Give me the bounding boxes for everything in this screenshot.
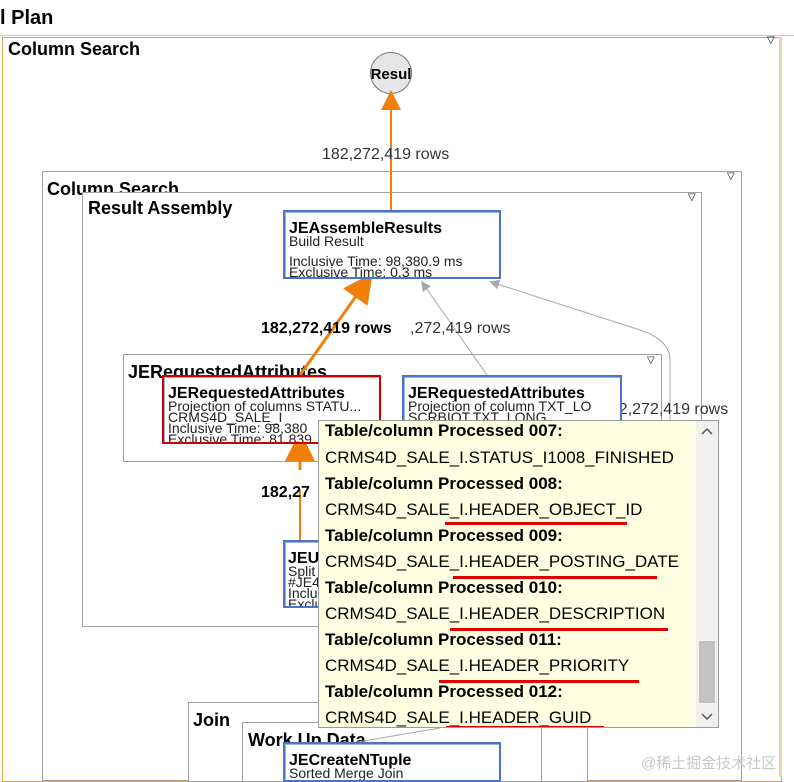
edge-label-mid-bold: 182,272,419 rows: [261, 320, 392, 337]
edge-label-mid-plain: ,272,419 rows: [410, 320, 511, 337]
result-assembly-label: Result Assembly: [88, 198, 233, 218]
collapse-icon[interactable]: ▽: [727, 171, 735, 182]
tooltip-heading: Table/column Processed 008:: [325, 474, 563, 493]
outer-frame-label: Column Search: [8, 39, 141, 59]
tooltip-heading: Table/column Processed 012:: [325, 682, 563, 701]
chevron-up-icon: [701, 427, 713, 435]
node-name: JEAssembleResults: [289, 220, 442, 237]
node-operation: Sorted Merge Join: [289, 765, 404, 781]
node-inclusive-time: Inclusive Time: 98,380.9 ms: [289, 253, 463, 269]
node-exclusive-time: Exclusive Time: 81,839: [168, 431, 312, 444]
split-node[interactable]: JEU Split #JE4 Inclu Exclu: [283, 540, 323, 608]
scroll-thumb[interactable]: [699, 641, 715, 703]
collapse-icon[interactable]: ▽: [767, 35, 775, 46]
tooltip-heading: Table/column Processed 007:: [325, 421, 563, 440]
node-exclusive-time: Exclu: [288, 596, 323, 608]
chevron-down-icon: [701, 713, 713, 721]
watermark-text: @稀土掘金技术社区: [641, 755, 777, 772]
node-table: CRMS4D_SALE_I: [168, 409, 283, 425]
node-inclusive-time: Inclusive Time: 98,380: [168, 420, 308, 436]
tooltip-value: CRMS4D_SALE_I.HEADER_OBJECT_ID: [325, 500, 643, 519]
scroll-down-button[interactable]: [696, 705, 718, 727]
tooltip-value: CRMS4D_SALE_I.HEADER_POSTING_DATE: [325, 552, 679, 571]
create-ntuple-node[interactable]: JECreateNTuple Sorted Merge Join: [283, 742, 501, 782]
tooltip-heading: Table/column Processed 009:: [325, 526, 563, 545]
collapse-icon[interactable]: ▽: [647, 355, 655, 366]
highlight-underline: [446, 726, 604, 727]
tooltip-popup[interactable]: Table/column Processed 007: CRMS4D_SALE_…: [318, 420, 719, 728]
result-node-label: Resul: [370, 66, 412, 83]
edge-right-to-assemble: [489, 279, 671, 420]
node-operation: Split: [288, 563, 316, 579]
join-frame-label: Join: [193, 710, 231, 730]
tooltip-value: CRMS4D_SALE_I.HEADER_GUID: [325, 708, 592, 727]
tooltip-heading: Table/column Processed 010:: [325, 578, 563, 597]
node-operation: Projection of column TXT_LO: [408, 398, 592, 414]
tooltip-value: CRMS4D_SALE_I.STATUS_I1008_FINISHED: [325, 448, 674, 467]
node-id: #JE4: [288, 574, 320, 590]
edge-label-top: 182,272,419 rows: [322, 146, 450, 163]
node-name: JEU: [288, 550, 320, 567]
tooltip-heading: Table/column Processed 011:: [325, 630, 562, 649]
highlight-underline: [453, 576, 657, 579]
highlight-underline: [450, 628, 668, 631]
edge-req2-to-assemble: [421, 280, 488, 376]
edge-label-right: 182,272,419 rows: [601, 401, 729, 418]
scroll-up-button[interactable]: [696, 421, 718, 443]
page-title: l Plan: [0, 7, 54, 29]
node-inclusive-time: Inclu: [288, 585, 318, 601]
tooltip-value: CRMS4D_SALE_I.HEADER_DESCRIPTION: [325, 604, 666, 623]
outer-frame-right-edge: [779, 37, 782, 777]
tooltip-value: CRMS4D_SALE_I.HEADER_PRIORITY: [325, 656, 630, 675]
node-name: JECreateNTuple: [289, 752, 412, 769]
tooltip-scrollbar[interactable]: [696, 421, 718, 727]
highlight-underline: [439, 680, 639, 683]
edge-label-lower: 182,27: [261, 484, 310, 501]
title-divider: [0, 35, 794, 36]
highlight-underline: [445, 522, 627, 525]
assemble-results-node[interactable]: JEAssembleResults Build Result Inclusive…: [283, 210, 501, 279]
edge-req1-to-assemble: [298, 272, 373, 376]
node-operation: Build Result: [289, 233, 364, 249]
node-exclusive-time: Exclusive Time: 0.3 ms: [289, 264, 433, 279]
collapse-icon[interactable]: ▽: [688, 192, 696, 203]
node-name: JERequestedAttributes: [168, 385, 345, 402]
node-name: JERequestedAttributes: [408, 385, 585, 402]
node-operation: Projection of columns STATU...: [168, 398, 362, 414]
